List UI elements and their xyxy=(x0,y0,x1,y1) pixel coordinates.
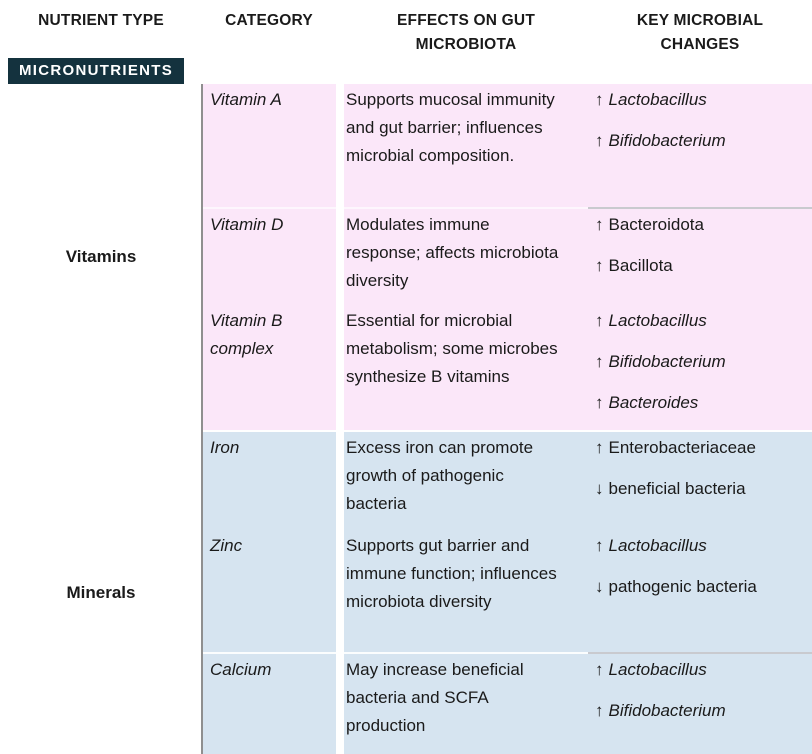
up-arrow-icon: ↑ xyxy=(595,90,604,109)
up-arrow-icon: ↑ xyxy=(595,215,604,234)
category-cell: Vitamin A xyxy=(202,84,336,207)
column-header-key-changes: KEY MICROBIAL CHANGES xyxy=(636,12,764,53)
category-cell: Zinc xyxy=(202,530,336,652)
effects-cell: Essential for microbial metabolism; some… xyxy=(344,305,588,430)
up-arrow-icon: ↑ xyxy=(595,256,604,275)
column-header-category: CATEGORY xyxy=(225,12,313,29)
section-badge-row: MICRONUTRIENTS xyxy=(0,58,812,84)
microbial-change: ↑Bacillota xyxy=(595,252,808,280)
taxon-name: Bifidobacterium xyxy=(608,131,726,150)
down-arrow-icon: ↓ xyxy=(595,577,604,596)
category-cell: Vitamin D xyxy=(202,207,336,305)
taxon-name: Bifidobacterium xyxy=(608,352,726,371)
minerals-section: Minerals Iron Excess iron can promote gr… xyxy=(0,432,812,754)
taxon-name: Lactobacillus xyxy=(608,311,707,330)
taxon-name: Bacillota xyxy=(608,256,673,275)
microbial-change: ↑Bacteroidota xyxy=(595,211,808,239)
microbial-change: ↑Lactobacillus xyxy=(595,86,808,114)
up-arrow-icon: ↑ xyxy=(595,393,604,412)
effects-cell: May increase beneficial bacteria and SCF… xyxy=(344,652,588,754)
microbial-change: ↑Bacteroides xyxy=(595,389,808,417)
up-arrow-icon: ↑ xyxy=(595,701,604,720)
effects-cell: Modulates immune response; affects micro… xyxy=(344,207,588,305)
microbial-changes-cell: ↑Lactobacillus ↑Bifidobacterium xyxy=(588,652,812,754)
effects-cell: Excess iron can promote growth of pathog… xyxy=(344,432,588,530)
column-header-nutrient-type: NUTRIENT TYPE xyxy=(38,12,164,29)
up-arrow-icon: ↑ xyxy=(595,311,604,330)
taxon-name: Enterobacteriaceae xyxy=(608,438,756,457)
microbial-change: ↑Lactobacillus xyxy=(595,656,808,684)
microbial-change: ↑Bifidobacterium xyxy=(595,127,808,155)
microbial-change: ↑Bifidobacterium xyxy=(595,348,808,376)
up-arrow-icon: ↑ xyxy=(595,352,604,371)
category-cell: Vitamin B complex xyxy=(202,305,336,430)
up-arrow-icon: ↑ xyxy=(595,438,604,457)
microbial-changes-cell: ↑Bacteroidota ↑Bacillota xyxy=(588,207,812,305)
effects-cell: Supports mucosal immunity and gut barrie… xyxy=(344,84,588,207)
vitamins-section: Vitamins Vitamin A Supports mucosal immu… xyxy=(0,84,812,430)
taxon-name: Lactobacillus xyxy=(608,90,707,109)
microbial-changes-cell: ↑Enterobacteriaceae ↓beneficial bacteria xyxy=(588,432,812,530)
microbial-change: ↑Lactobacillus xyxy=(595,532,808,560)
microbial-changes-cell: ↑Lactobacillus ↑Bifidobacterium ↑Bactero… xyxy=(588,305,812,430)
table-header-row: NUTRIENT TYPE CATEGORY EFFECTS ON GUT MI… xyxy=(0,0,812,58)
micronutrients-badge: MICRONUTRIENTS xyxy=(8,58,185,84)
microbial-change: ↑Bifidobacterium xyxy=(595,697,808,725)
taxon-name: Lactobacillus xyxy=(608,660,707,679)
category-cell: Calcium xyxy=(202,652,336,754)
microbial-change: ↓beneficial bacteria xyxy=(595,475,808,503)
down-arrow-icon: ↓ xyxy=(595,479,604,498)
up-arrow-icon: ↑ xyxy=(595,660,604,679)
category-cell: Iron xyxy=(202,432,336,530)
microbial-change: ↑Lactobacillus xyxy=(595,307,808,335)
category-column-left-border xyxy=(201,84,203,754)
column-header-effects: EFFECTS ON GUT MICROBIOTA xyxy=(397,12,535,53)
microbial-changes-cell: ↑Lactobacillus ↑Bifidobacterium xyxy=(588,84,812,207)
taxon-name: Bifidobacterium xyxy=(608,701,726,720)
up-arrow-icon: ↑ xyxy=(595,536,604,555)
effects-cell: Supports gut barrier and immune function… xyxy=(344,530,588,652)
up-arrow-icon: ↑ xyxy=(595,131,604,150)
taxon-name: pathogenic bacteria xyxy=(608,577,757,596)
taxon-name: beneficial bacteria xyxy=(608,479,746,498)
nutrient-type-label-minerals: Minerals xyxy=(0,432,202,754)
microbial-change: ↑Enterobacteriaceae xyxy=(595,434,808,462)
taxon-name: Bacteroides xyxy=(608,393,699,412)
microbial-changes-cell: ↑Lactobacillus ↓pathogenic bacteria xyxy=(588,530,812,652)
taxon-name: Bacteroidota xyxy=(608,215,704,234)
nutrient-type-label-vitamins: Vitamins xyxy=(0,84,202,430)
microbial-change: ↓pathogenic bacteria xyxy=(595,573,808,601)
taxon-name: Lactobacillus xyxy=(608,536,707,555)
